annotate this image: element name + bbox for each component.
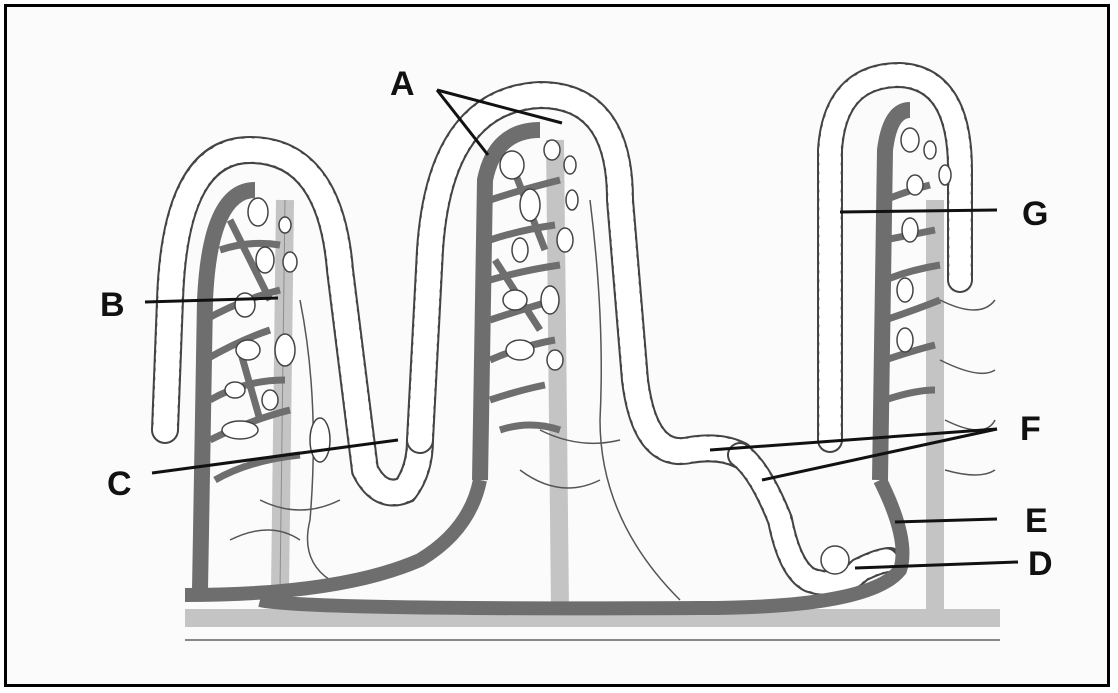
villus-middle [420,95,740,610]
label-F: F [1020,410,1041,448]
mesh-middle [500,140,578,370]
label-C: C [107,465,132,503]
leader-E [895,519,997,522]
lacteal-middle [520,200,680,600]
vein-middle [555,140,560,610]
base-artery-arc [185,480,480,595]
label-B: B [100,286,125,324]
villus-left [165,150,420,590]
label-A: A [390,65,415,103]
crypt-circle [821,546,849,574]
epithelium-mid-cells [420,95,740,455]
lacteal-right [940,300,995,475]
villus-right [740,75,995,620]
label-D: D [1028,545,1053,583]
label-E: E [1025,502,1048,540]
leader-G [840,210,997,212]
label-G: G [1022,195,1048,233]
